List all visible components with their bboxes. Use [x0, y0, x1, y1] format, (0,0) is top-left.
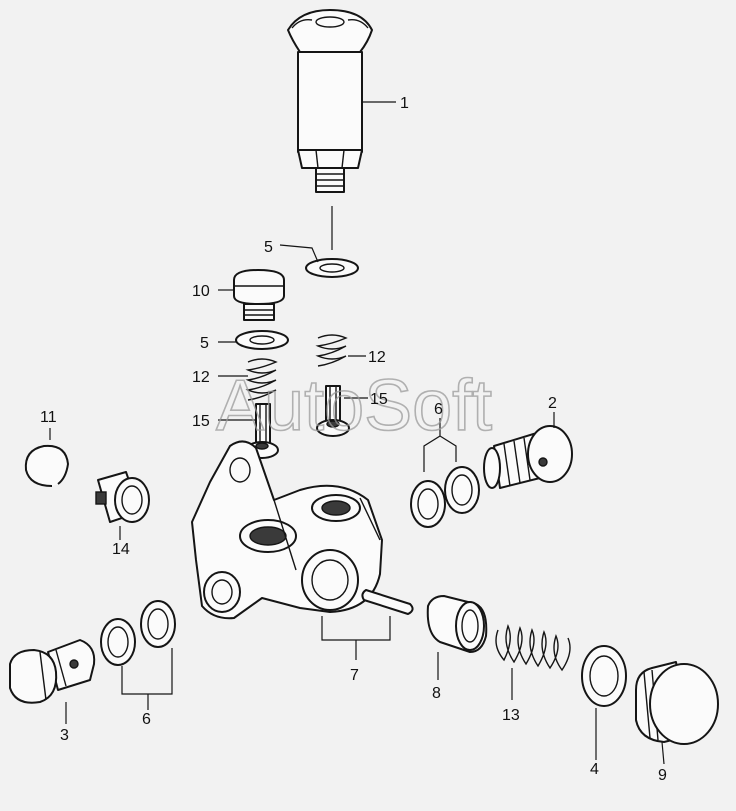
part-spring-left — [245, 358, 278, 401]
callout-9: 9 — [658, 767, 667, 784]
part-washer-lower — [235, 330, 289, 350]
callout-15-right: 15 — [370, 391, 388, 408]
part-valve-right — [316, 385, 350, 437]
part-bolt-left — [9, 639, 96, 704]
part-valve-cage — [95, 471, 150, 523]
callout-12-right: 12 — [368, 349, 386, 366]
callout-5-upper: 5 — [264, 239, 273, 256]
callout-4: 4 — [590, 761, 599, 778]
part-pump-body — [191, 440, 383, 620]
leader-lines — [49, 101, 665, 765]
callout-15-left: 15 — [192, 413, 210, 430]
part-banjo-bolt — [483, 425, 573, 489]
callout-labels: 1 2 3 4 5 5 6 6 7 8 9 10 11 12 12 13 14 … — [40, 95, 667, 784]
callout-11: 11 — [40, 409, 57, 426]
part-washers-left — [100, 600, 176, 666]
part-hand-primer-pump — [287, 9, 373, 193]
callout-2: 2 — [548, 395, 557, 412]
callout-6-right: 6 — [434, 401, 443, 418]
callout-7: 7 — [350, 667, 359, 684]
part-washers-right — [410, 466, 480, 528]
part-pin — [361, 589, 414, 615]
callout-10: 10 — [192, 283, 210, 300]
part-washer-4 — [581, 645, 627, 707]
part-washer-upper — [305, 258, 359, 278]
callout-5-lower: 5 — [200, 335, 209, 352]
callout-3: 3 — [60, 727, 69, 744]
callout-8: 8 — [432, 685, 441, 702]
callout-12-left: 12 — [192, 369, 210, 386]
part-sleeve — [426, 595, 488, 653]
part-spring-right — [315, 334, 348, 367]
callout-1: 1 — [400, 95, 409, 112]
part-screw-plug — [635, 661, 719, 745]
watermark-text: AutoSoft — [216, 366, 492, 446]
part-spring-horizontal — [495, 624, 571, 672]
part-plug — [233, 269, 285, 321]
callout-13: 13 — [502, 707, 520, 724]
callout-6-left: 6 — [142, 711, 151, 728]
part-circlip — [24, 444, 69, 487]
callout-14: 14 — [112, 541, 130, 558]
